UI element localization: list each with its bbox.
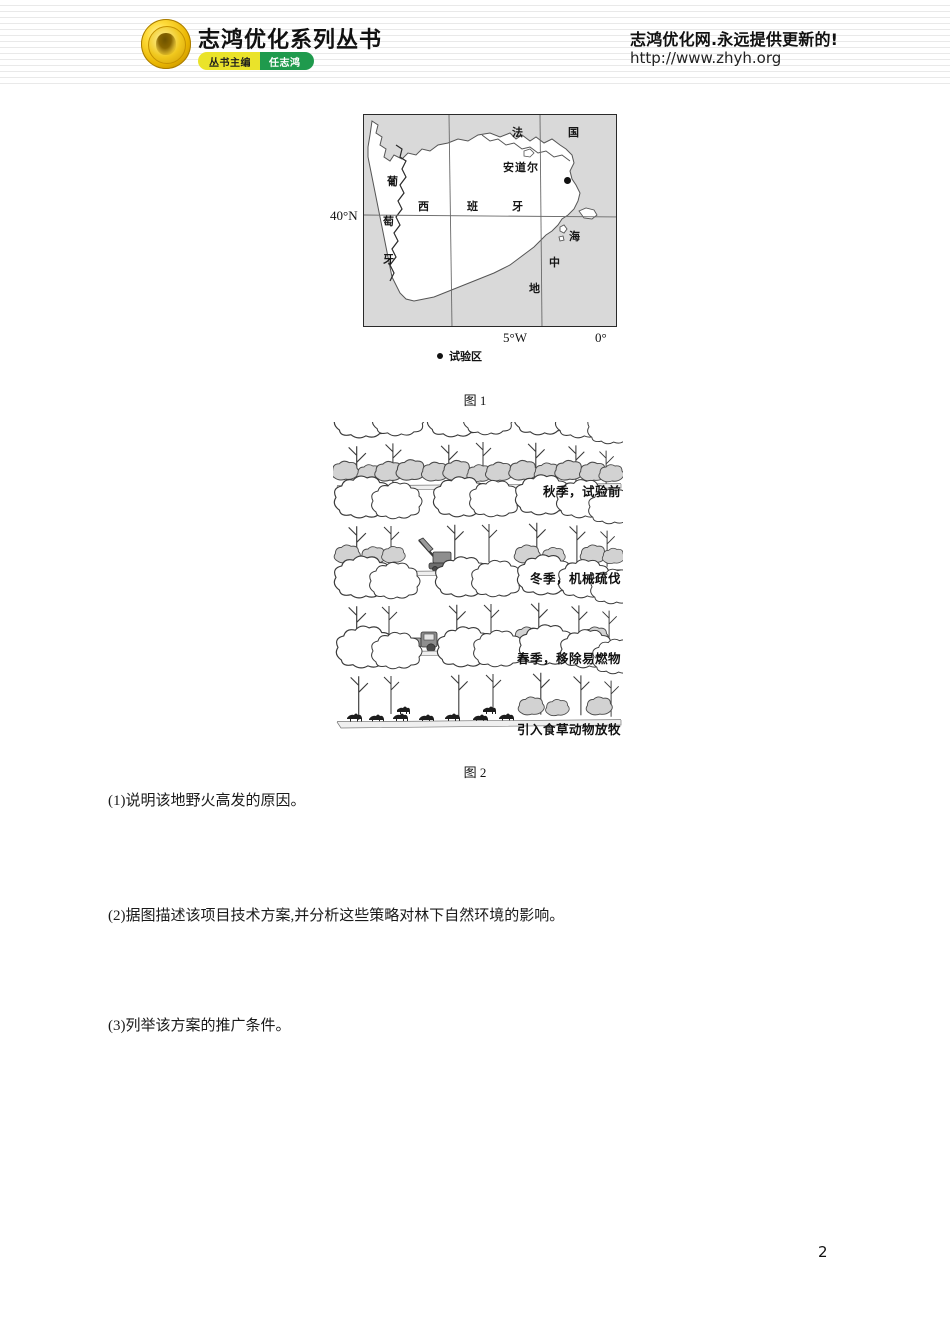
question-1: (1)说明该地野火高发的原因。	[108, 793, 306, 809]
map-longitude-label-0: 0°	[595, 330, 607, 345]
map-label-spain-char-2: 班	[467, 200, 478, 213]
panel-2-caption: 冬季，机械疏伐	[529, 571, 621, 586]
panel-4-caption: 引入食草动物放牧	[516, 722, 621, 737]
map-label-france-char-2: 国	[568, 126, 579, 139]
iberian-peninsula-map-svg	[364, 115, 616, 326]
map-label-spain-char-3: 牙	[512, 200, 523, 213]
page-header-banner: 志鸿优化系列丛书 丛书主编 任志鸿 志鸿优化网.永远提供更新的! http://…	[0, 0, 950, 86]
editor-label-pill: 丛书主编	[198, 52, 260, 70]
figure-2-forest-panels: 秋季，试验前 冬季，机械疏伐 春季，移除易燃物 引入食草动物放牧	[330, 394, 642, 742]
figure-2-caption: 图 2	[463, 765, 487, 780]
map-label-spain-char-1: 西	[418, 200, 429, 213]
question-3: (3)列举该方案的推广条件。	[108, 1018, 291, 1034]
question-2: (2)据图描述该项目技术方案,并分析这些策略对林下自然环境的影响。	[108, 908, 565, 924]
map-label-portugal-char-3: 牙	[383, 253, 394, 266]
site-url[interactable]: http://www.zhyh.org	[630, 49, 782, 67]
figure-1-map: 法 国 安道尔 西 班 牙 葡 萄 牙 海 中 地	[363, 114, 617, 327]
legend-label: 试验区	[449, 350, 482, 363]
figure-1-caption: 图 1	[463, 393, 487, 408]
brand-title: 志鸿优化系列丛书	[198, 28, 383, 53]
map-label-portugal-char-1: 葡	[387, 175, 398, 188]
map-label-france-char-1: 法	[512, 126, 523, 139]
map-label-mediterranean-char-3: 地	[529, 282, 540, 295]
panel-3-caption: 春季，移除易燃物	[516, 651, 621, 666]
gold-medallion-icon	[141, 19, 191, 69]
editor-name-pill: 任志鸿	[260, 52, 314, 70]
legend-dot-icon	[437, 353, 443, 359]
editor-credit: 丛书主编 任志鸿	[198, 52, 314, 70]
map-longitude-label-5w: 5°W	[503, 330, 527, 345]
map-legend: 试验区	[437, 348, 482, 364]
site-name: 志鸿优化网.永远提供更新的!	[630, 30, 839, 49]
map-latitude-label: 40°N	[330, 208, 358, 223]
map-label-mediterranean-char-2: 中	[549, 256, 560, 269]
map-frame: 法 国 安道尔 西 班 牙 葡 萄 牙 海 中 地	[363, 114, 617, 327]
map-label-mediterranean-char-1: 海	[569, 230, 580, 243]
header-content: 志鸿优化系列丛书 丛书主编 任志鸿 志鸿优化网.永远提供更新的! http://…	[0, 0, 950, 86]
test-site-marker-icon	[564, 177, 571, 184]
page-number: 2	[818, 1243, 828, 1261]
forest-treatment-sequence-svg	[330, 394, 642, 729]
map-label-andorra: 安道尔	[503, 161, 539, 174]
grazing-animal-icons	[347, 706, 514, 722]
panel-4-grazing-herbivores	[335, 624, 642, 729]
panel-1-caption: 秋季，试验前	[542, 484, 621, 499]
map-label-portugal-char-2: 萄	[383, 215, 394, 228]
